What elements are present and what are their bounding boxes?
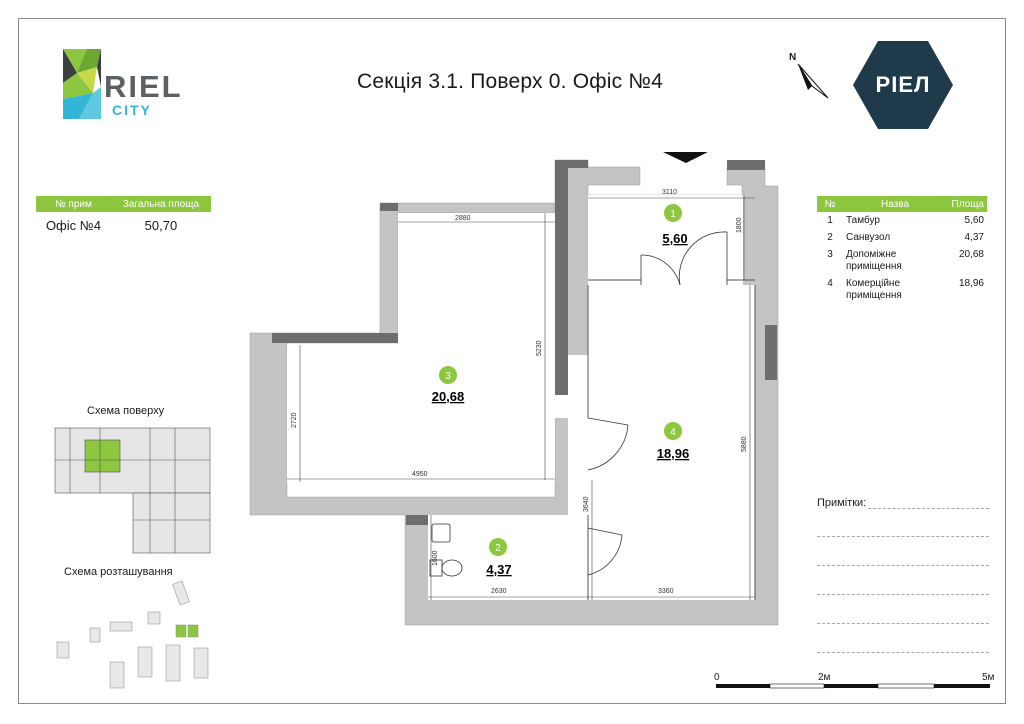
logo-word: RIEL [104, 69, 183, 104]
room-number: 3 [445, 371, 451, 382]
dim-room2-h: 1600 [432, 550, 439, 566]
north-arrow-icon [797, 63, 829, 99]
room-area: 20,68 [432, 389, 465, 404]
room-name: Тамбур [846, 215, 880, 226]
notes-line [817, 594, 989, 595]
dim-corridor: 3640 [583, 496, 590, 512]
floor-scheme-thumbnail [54, 427, 211, 554]
dimension-labels: 2880 3110 1800 5230 2720 4950 5880 3640 … [291, 189, 748, 595]
summary-office: Офіс №4 [45, 218, 101, 233]
room-area: 4,37 [486, 562, 511, 577]
summary-header-number: № прим [36, 196, 111, 212]
summary-header-area: Загальна площа [110, 196, 211, 212]
room-marker [439, 366, 457, 384]
notes-line [817, 652, 989, 653]
rooms-table: № Назва Площа 1 Тамбур 5,60 2 Санвузол 4… [817, 196, 987, 304]
riel-brand-logo [853, 41, 953, 129]
room-area: 20,68 [958, 249, 984, 260]
location-scheme-label: Схема розташування [64, 566, 173, 578]
room-number: 3 [827, 249, 833, 260]
table-row: 2 Санвузол 4,37 [817, 229, 987, 246]
rooms-header-area: Площа [947, 196, 987, 212]
rooms-interior [287, 195, 755, 600]
room-number: 4 [670, 427, 676, 438]
scale-bar [716, 683, 990, 689]
notes-line [868, 508, 989, 509]
scale-5m: 5м [982, 672, 995, 683]
table-row: 4 Комерційне приміщення 18,96 [817, 275, 987, 304]
dim-room3-bottom: 4950 [412, 471, 428, 478]
notes-line [817, 623, 989, 624]
room-name: Санвузол [846, 232, 891, 243]
room-marker [664, 204, 682, 222]
room-markers: 1 5,60 3 20,68 4 18,96 2 4,37 [432, 204, 690, 577]
logo-sub: CITY [112, 102, 152, 118]
room-marker [664, 422, 682, 440]
rooms-header-number: № [817, 196, 843, 212]
room-area: 5,60 [964, 215, 984, 226]
table-row: 3 Допоміжне приміщення 20,68 [817, 246, 987, 275]
summary-table: № прим Загальна площа Офіс №4 50,70 [36, 196, 211, 234]
room-name: Комерційне приміщення [846, 278, 902, 301]
scale-0: 0 [714, 672, 720, 683]
entrance-arrow-icon [663, 152, 708, 163]
room-area: 18,96 [657, 446, 690, 461]
dimension-lines [287, 195, 755, 600]
notes-line [817, 536, 989, 537]
brand-text: РІЕЛ [875, 72, 931, 97]
room-area: 5,60 [662, 231, 687, 246]
dim-room3-h: 5230 [536, 340, 543, 356]
floor-scheme-label: Схема поверху [87, 405, 165, 417]
scale-2m: 2м [818, 672, 831, 683]
room-number: 1 [827, 215, 833, 226]
dim-room2-w: 2630 [491, 588, 507, 595]
fixtures [429, 523, 463, 577]
page-frame [18, 18, 1006, 704]
dim-top-room1: 3110 [662, 189, 677, 196]
location-scheme-thumbnail [56, 580, 209, 689]
rooms-header-name: Назва [843, 196, 947, 212]
room-name: Допоміжне приміщення [846, 249, 902, 272]
riel-city-logo [63, 49, 101, 119]
dim-room1-h: 1800 [736, 217, 743, 233]
room-marker [489, 538, 507, 556]
dim-room4-bottom: 3360 [658, 588, 674, 595]
dim-room3-left: 2720 [291, 412, 298, 428]
dim-room4-h: 5880 [741, 436, 748, 452]
page-title: Секція 3.1. Поверх 0. Офіс №4 [357, 70, 663, 93]
room-area: 18,96 [958, 278, 984, 289]
dim-top-room3: 2880 [455, 215, 471, 222]
partitions [587, 279, 756, 600]
dark-walls [272, 160, 777, 525]
table-row: 1 Тамбур 5,60 [817, 212, 987, 229]
room-number: 4 [827, 278, 833, 289]
room-number: 2 [827, 232, 833, 243]
room-number: 2 [495, 543, 501, 554]
notes-label: Примітки: [817, 497, 867, 509]
notes-line [817, 565, 989, 566]
room-area: 4,37 [964, 232, 984, 243]
north-label: N [789, 52, 797, 63]
room-number: 1 [670, 209, 676, 220]
doors [587, 231, 728, 576]
summary-area: 50,70 [144, 218, 178, 233]
